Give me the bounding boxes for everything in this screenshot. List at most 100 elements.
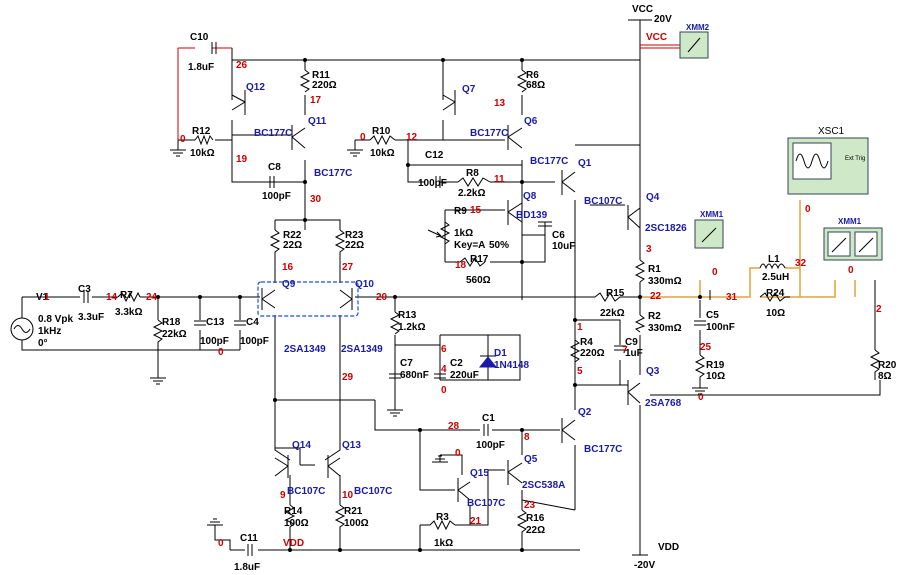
svg-text:C8: C8 (268, 162, 281, 173)
svg-text:22Ω: 22Ω (526, 525, 545, 536)
svg-text:Q15: Q15 (470, 468, 489, 479)
svg-text:10uF: 10uF (552, 241, 575, 252)
svg-text:R21: R21 (344, 506, 363, 517)
v1-freq: 1kHz (38, 326, 61, 337)
svg-text:Q10: Q10 (355, 279, 374, 290)
svg-text:BD139: BD139 (516, 210, 548, 221)
svg-text:220Ω: 220Ω (580, 348, 605, 359)
v1-phase: 0° (38, 338, 48, 349)
svg-text:R14: R14 (284, 506, 303, 517)
svg-text:22: 22 (650, 291, 662, 302)
selection-box[interactable] (257, 281, 359, 317)
svg-text:C6: C6 (552, 230, 565, 241)
svg-text:1.2kΩ: 1.2kΩ (398, 322, 425, 333)
svg-text:R12: R12 (192, 126, 211, 137)
svg-text:560Ω: 560Ω (466, 275, 491, 286)
svg-text:1.8uF: 1.8uF (188, 62, 214, 73)
svg-text:0: 0 (712, 267, 718, 278)
svg-text:0: 0 (180, 134, 186, 145)
svg-text:4: 4 (441, 364, 447, 375)
c10-wire (177, 47, 232, 140)
svg-text:BC107C: BC107C (287, 486, 325, 497)
transistor-symbols (231, 90, 641, 502)
svg-text:R20: R20 (878, 360, 897, 371)
pot-wiper-icon (427, 229, 442, 238)
svg-text:2SC538A: 2SC538A (522, 480, 565, 491)
vdd-label: VDD (658, 542, 679, 553)
svg-text:C5: C5 (706, 310, 719, 321)
svg-text:C11: C11 (240, 533, 258, 544)
svg-text:12: 12 (406, 132, 418, 143)
svg-text:100pF: 100pF (240, 336, 269, 347)
multimeter-xmm1[interactable] (694, 219, 724, 249)
svg-text:BC107C: BC107C (467, 498, 505, 509)
vcc-label: VCC (632, 4, 653, 15)
svg-text:C2: C2 (450, 358, 463, 369)
output-net-wire (640, 267, 836, 298)
svg-text:2SC1826: 2SC1826 (645, 223, 687, 234)
resistor-symbols (117, 69, 881, 535)
svg-text:R1: R1 (648, 264, 661, 275)
xsc1-label: XSC1 (818, 126, 845, 137)
svg-text:C13: C13 (206, 317, 225, 328)
svg-text:BC177C: BC177C (584, 444, 622, 455)
svg-text:Q13: Q13 (342, 440, 361, 451)
svg-text:2SA1349: 2SA1349 (341, 344, 383, 355)
svg-text:R24: R24 (766, 288, 785, 299)
v1-amp: 0.8 Vpk (38, 314, 73, 325)
svg-text:10kΩ: 10kΩ (370, 148, 395, 159)
svg-text:27: 27 (342, 262, 354, 273)
vcc-net: VCC (646, 32, 667, 43)
svg-text:Q1: Q1 (578, 158, 592, 169)
svg-text:R13: R13 (398, 310, 417, 321)
svg-text:15: 15 (470, 205, 482, 216)
svg-text:0: 0 (848, 265, 854, 276)
svg-text:10Ω: 10Ω (706, 371, 725, 382)
svg-text:C9: C9 (625, 337, 638, 348)
svg-text:0: 0 (455, 448, 461, 459)
svg-text:100nF: 100nF (706, 322, 735, 333)
svg-text:BC107C: BC107C (584, 196, 622, 207)
svg-text:16: 16 (282, 262, 294, 273)
svg-text:24: 24 (146, 292, 158, 303)
svg-text:8Ω: 8Ω (878, 371, 892, 382)
svg-text:R6: R6 (526, 70, 539, 81)
xmm2-label: XMM2 (686, 23, 710, 32)
svg-text:1uF: 1uF (625, 348, 643, 359)
svg-text:R17: R17 (470, 254, 489, 265)
svg-text:Q3: Q3 (646, 366, 660, 377)
sine-icon (13, 325, 31, 333)
ext-trig-label: Ext Trig (845, 156, 865, 162)
svg-text:22Ω: 22Ω (345, 240, 364, 251)
svg-text:9: 9 (280, 490, 286, 501)
svg-text:R9: R9 (454, 206, 467, 217)
wire-group (21, 20, 881, 555)
svg-text:22kΩ: 22kΩ (162, 329, 187, 340)
svg-text:R15: R15 (606, 288, 625, 299)
xwm1-label: XMM1 (838, 217, 862, 226)
svg-text:R2: R2 (648, 311, 661, 322)
svg-text:Q7: Q7 (462, 84, 476, 95)
multimeter-xmm2[interactable] (679, 31, 709, 59)
xmm1-label: XMM1 (700, 210, 724, 219)
svg-text:25: 25 (700, 342, 712, 353)
svg-text:17: 17 (310, 95, 322, 106)
svg-text:14: 14 (106, 292, 118, 303)
svg-text:28: 28 (448, 421, 460, 432)
capacitor-symbols (83, 42, 706, 556)
svg-text:22kΩ: 22kΩ (600, 308, 625, 319)
svg-text:R7: R7 (120, 290, 133, 301)
svg-text:0: 0 (360, 132, 366, 143)
svg-text:1: 1 (577, 322, 583, 333)
svg-text:Q8: Q8 (523, 191, 537, 202)
svg-text:22Ω: 22Ω (283, 240, 302, 251)
svg-text:0: 0 (218, 538, 224, 549)
svg-text:330mΩ: 330mΩ (648, 276, 682, 287)
svg-text:0: 0 (698, 392, 704, 403)
svg-text:330mΩ: 330mΩ (648, 323, 682, 334)
svg-text:3: 3 (646, 244, 652, 255)
svg-text:BC177C: BC177C (530, 156, 568, 167)
svg-text:2SA768: 2SA768 (645, 398, 682, 409)
svg-text:50%: 50% (489, 240, 509, 251)
